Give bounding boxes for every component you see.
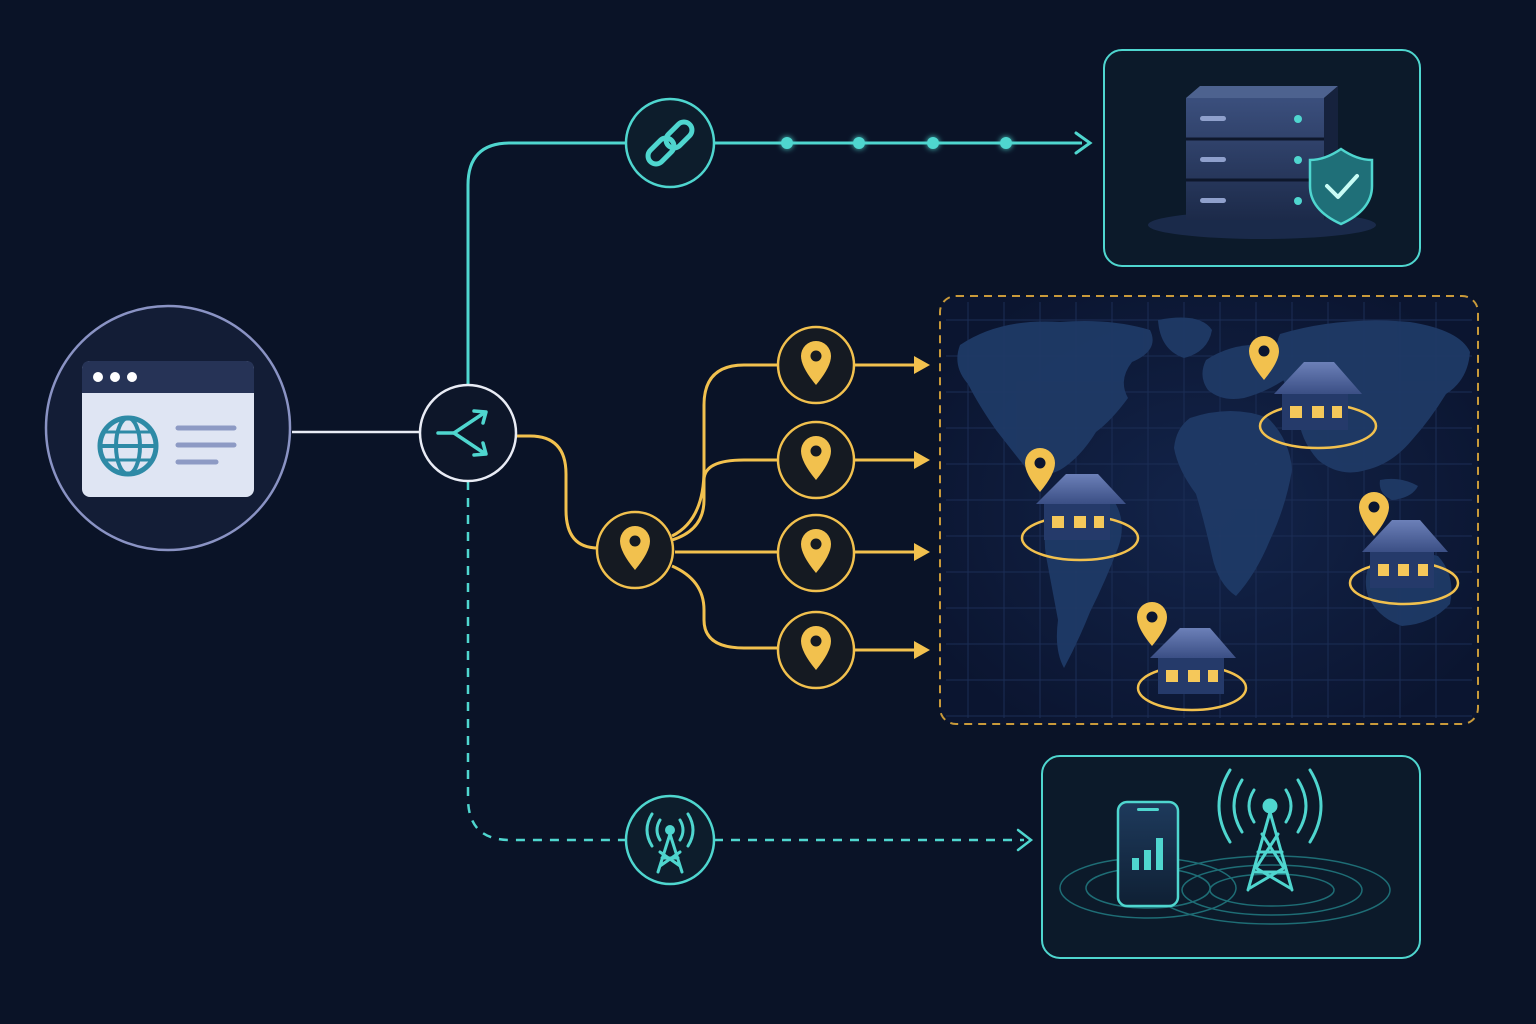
route-dot — [1000, 137, 1012, 149]
map-land — [957, 317, 1470, 668]
shield-check-icon — [1308, 147, 1374, 226]
datacenter-panel[interactable] — [1103, 49, 1421, 267]
geo-branches — [671, 363, 918, 652]
house-icon — [1036, 474, 1126, 540]
residential-route-line — [515, 434, 599, 550]
location-pin-icon — [801, 626, 831, 670]
location-pin-icon — [1249, 336, 1279, 380]
house-icon — [1150, 628, 1236, 694]
house-marker[interactable] — [1348, 492, 1460, 606]
smartphone-icon — [1116, 800, 1180, 908]
location-pin-icon — [1137, 602, 1167, 646]
browser-node — [44, 304, 292, 552]
location-pin-icon — [801, 436, 831, 480]
mobile-route-arrow — [1016, 828, 1034, 852]
geo-arrowhead — [914, 641, 930, 659]
cell-tower-icon — [1217, 768, 1323, 892]
geo-hub-node[interactable] — [595, 510, 675, 590]
secure-server-icon — [1148, 86, 1376, 239]
geo-arrows — [914, 356, 930, 659]
location-pin-icon — [801, 529, 831, 573]
connectors — [292, 131, 1093, 852]
residential-houses — [1020, 336, 1460, 712]
datacenter-route-dots — [781, 137, 1012, 149]
geo-branch-2 — [671, 458, 780, 542]
geo-arrowhead — [914, 356, 930, 374]
geo-arrowhead — [914, 543, 930, 561]
house-marker[interactable] — [1020, 448, 1140, 562]
house-marker[interactable] — [1136, 602, 1248, 712]
house-icon — [1274, 362, 1362, 430]
geo-pin-node[interactable] — [776, 420, 856, 500]
datacenter-route-line — [466, 141, 626, 385]
antenna-node[interactable] — [624, 794, 716, 886]
house-marker[interactable] — [1249, 336, 1378, 450]
chain-link-icon — [645, 119, 695, 167]
geo-branch-1 — [671, 363, 780, 538]
residential-panel[interactable] — [939, 295, 1479, 725]
geo-pin-nodes — [776, 325, 856, 690]
datacenter-route-arrow — [1074, 131, 1093, 155]
signal-tower-icon — [645, 812, 695, 874]
browser-globe-icon — [82, 361, 254, 497]
location-pin-icon — [620, 526, 650, 570]
route-dot — [781, 137, 793, 149]
split-arrows-icon — [436, 409, 488, 457]
splitter-node[interactable] — [418, 383, 518, 483]
route-dot — [927, 137, 939, 149]
geo-pin-node[interactable] — [776, 610, 856, 690]
location-pin-icon — [1359, 492, 1389, 536]
geo-pin-node[interactable] — [776, 325, 856, 405]
geo-pin-node[interactable] — [776, 513, 856, 593]
route-dot — [853, 137, 865, 149]
geo-branch-4 — [671, 564, 780, 650]
location-pin-icon — [801, 341, 831, 385]
house-icon — [1362, 520, 1448, 588]
mobile-panel[interactable] — [1041, 755, 1421, 959]
link-node[interactable] — [624, 97, 716, 189]
geo-arrowhead — [914, 451, 930, 469]
location-pin-icon — [1025, 448, 1055, 492]
